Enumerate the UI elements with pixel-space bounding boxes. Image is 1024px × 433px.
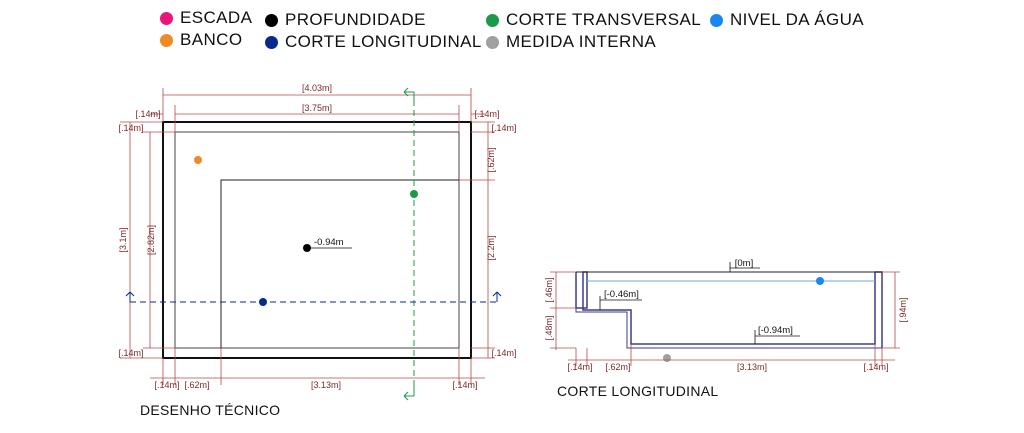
dim-section-bottom-wall-right: [.14m] — [863, 362, 888, 372]
banco-marker — [194, 156, 202, 164]
longitudinal-arrow-right-icon — [492, 291, 502, 302]
banco-marker-icon — [160, 33, 173, 47]
corte-transversal-marker-icon — [486, 13, 499, 27]
dim-wall-top-left: [.14m] — [135, 109, 160, 119]
section-view: [0m] [-0.46m] [-0.94m] [.46m] [.48m] [.9… — [544, 258, 908, 372]
corte-transversal-marker — [410, 190, 418, 198]
dim-bench-depth: [.62m] — [486, 147, 496, 172]
legend-corte-longitudinal-label: CORTE LONGITUDINAL — [285, 32, 482, 51]
bench-level-label: [-0.46m] — [604, 289, 639, 300]
dim-section-left-upper: [.46m] — [544, 277, 554, 302]
plan-view: [4.03m] [3.75m] [.14m] [.14m] [.14m] [.1… — [118, 83, 517, 401]
transversal-arrow-top-icon — [403, 87, 415, 102]
dim-bottom-deep: [3.13m] — [311, 380, 341, 390]
legend-nivel-agua: NIVEL DA ÁGUA — [710, 10, 864, 30]
level-marker-lines — [599, 262, 800, 344]
escada-marker-icon — [160, 11, 173, 25]
profundidade-marker-icon — [265, 13, 278, 27]
legend-corte-transversal-label: CORTE TRANSVERSAL — [506, 10, 702, 29]
legend-medida-interna: MEDIDA INTERNA — [486, 32, 656, 52]
legend-nivel-agua-label: NIVEL DA ÁGUA — [730, 10, 865, 29]
floor-level-label: [-0.94m] — [758, 325, 793, 336]
water-level-label: [0m] — [735, 258, 753, 269]
dim-section-left-lower: [.48m] — [544, 315, 554, 340]
dim-wall-right-top: [.14m] — [491, 123, 516, 133]
deep-area-outline — [220, 179, 459, 348]
depth-label: -0.94m — [314, 237, 344, 248]
legend-escada: ESCADA — [160, 8, 252, 28]
dim-wall-left-bottom: [.14m] — [118, 348, 143, 358]
dim-section-bottom-deep: [3.13m] — [737, 362, 767, 372]
dim-wall-top-right: [.14m] — [474, 109, 499, 119]
medida-interna-marker-icon — [486, 35, 499, 49]
corte-longitudinal-marker — [259, 298, 267, 306]
nivel-agua-marker — [816, 277, 824, 285]
dim-bottom-bench: [.62m] — [184, 380, 209, 390]
nivel-agua-marker-icon — [710, 13, 723, 27]
dim-deep-height: [2.2m] — [486, 235, 496, 260]
dim-wall-right-bottom: [.14m] — [491, 348, 516, 358]
section-caption: CORTE LONGITUDINAL — [557, 383, 719, 399]
legend-banco-label: BANCO — [180, 30, 243, 49]
dim-section-bottom-wall-left: [.14m] — [567, 362, 592, 372]
dim-total-width: [4.03m] — [302, 83, 332, 93]
dim-section-bottom-bench: [.62m] — [605, 362, 630, 372]
dim-total-height: [3.1m] — [118, 227, 128, 252]
pool-inner-wall — [174, 131, 460, 349]
plan-caption: DESENHO TÉCNICO — [140, 402, 281, 418]
longitudinal-arrow-left-icon — [125, 291, 135, 302]
corte-longitudinal-marker-icon — [265, 35, 278, 49]
plan-dimension-lines — [120, 88, 495, 385]
dim-inner-width: [3.75m] — [302, 103, 332, 113]
transversal-arrow-bottom-icon — [403, 386, 415, 401]
section-dimension-lines — [550, 271, 900, 366]
legend-escada-label: ESCADA — [180, 8, 253, 27]
dim-section-right-total: [.94m] — [898, 297, 908, 322]
legend-corte-transversal: CORTE TRANSVERSAL — [486, 10, 701, 30]
legend-medida-interna-label: MEDIDA INTERNA — [506, 32, 657, 51]
dim-bottom-wall-right: [.14m] — [452, 380, 477, 390]
dim-bottom-wall-left: [.14m] — [154, 380, 179, 390]
profundidade-marker — [303, 244, 311, 252]
legend-profundidade-label: PROFUNDIDADE — [285, 10, 426, 29]
legend-corte-longitudinal: CORTE LONGITUDINAL — [265, 32, 482, 52]
dim-inner-height: [2.82m] — [146, 225, 156, 255]
section-shell — [575, 272, 883, 349]
legend-banco: BANCO — [160, 30, 242, 50]
section-pool-profile — [575, 271, 883, 348]
legend-profundidade: PROFUNDIDADE — [265, 10, 426, 30]
pool-outer-wall — [162, 121, 472, 359]
dim-wall-left-top: [.14m] — [118, 123, 143, 133]
medida-interna-marker — [663, 354, 671, 362]
